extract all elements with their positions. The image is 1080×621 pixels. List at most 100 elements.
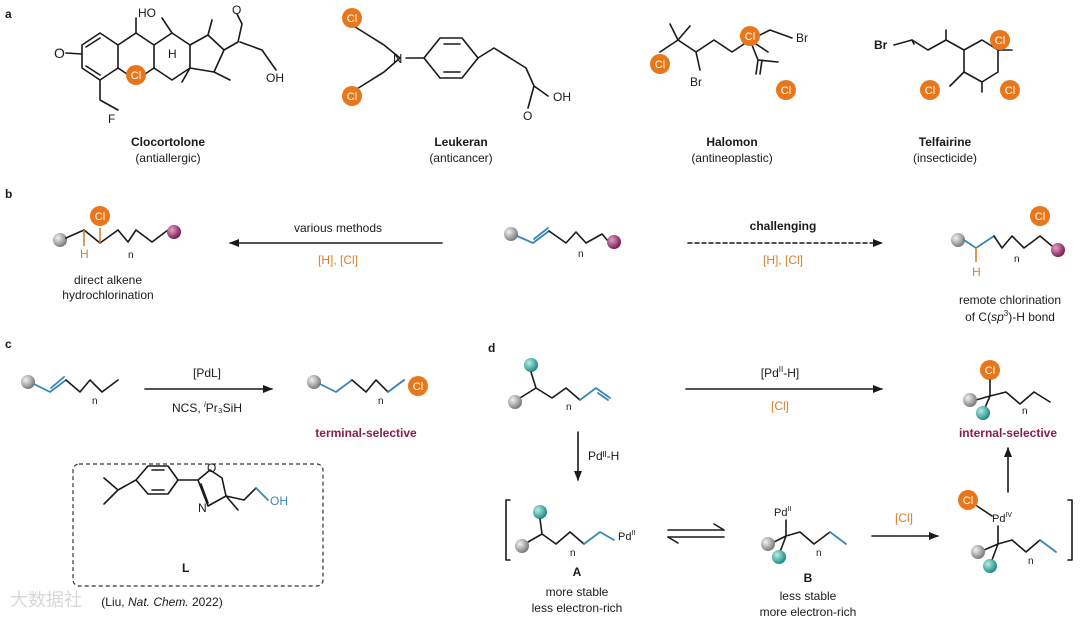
b-left-h: H — [80, 247, 89, 261]
d-prod-n: n — [1022, 406, 1028, 417]
ligand-oh: OH — [270, 494, 288, 508]
ligand-box — [72, 463, 324, 587]
d-down-arrow-label: Pdᴵᴵ-H — [588, 449, 619, 463]
leukeran-o: O — [523, 109, 532, 123]
chlorine-label: Cl — [413, 381, 423, 393]
structure-halomon: Br Br Cl Cl Cl — [650, 23, 808, 100]
chlorine-label: Cl — [925, 85, 935, 97]
chlorine-label: Cl — [985, 365, 995, 377]
b-right-caption-2: of C(sp3)-H bond — [965, 309, 1055, 324]
chlorine-label: Cl — [1035, 211, 1045, 223]
b-right-arrow-top: challenging — [750, 219, 817, 233]
compound-name-1: Leukeran — [434, 135, 487, 149]
c-product-label: terminal-selective — [315, 426, 417, 440]
d-top-arrow-top: [PdII-H] — [761, 365, 799, 380]
int-a-desc-2: less electron-rich — [532, 601, 623, 615]
int-a-desc-1: more stable — [546, 585, 609, 599]
chlorine-marker — [650, 54, 670, 74]
pd4-n: n — [1028, 556, 1034, 567]
clocortolone-o2: O — [232, 3, 241, 17]
ligand-label: L — [182, 561, 189, 575]
structure-clocortolone: O HO H O OH F Cl — [54, 3, 284, 126]
int-a-label: A — [573, 565, 582, 579]
c-arrow-bottom: NCS, iPr₃SiH — [172, 400, 242, 415]
compound-activity-3: (insecticide) — [913, 151, 977, 165]
d-substrate: n — [508, 358, 611, 413]
structure-leukeran: N OH O Cl Cl — [342, 8, 571, 123]
clocortolone-f: F — [108, 112, 115, 126]
int-b-pd: PdII — [774, 506, 791, 519]
chlorine-marker — [342, 8, 362, 28]
clocortolone-oh: OH — [266, 71, 284, 85]
b-right-arrow-bottom: [H], [Cl] — [763, 253, 803, 267]
telfairine-br: Br — [874, 38, 888, 52]
chlorine-marker — [342, 86, 362, 106]
chlorine-marker — [776, 80, 796, 100]
b-right-n: n — [1014, 254, 1020, 265]
chlorine-marker — [126, 65, 146, 85]
int-b-desc-1: less stable — [780, 589, 837, 603]
leukeran-oh: OH — [553, 90, 571, 104]
int-b-desc-2: more electron-rich — [760, 605, 857, 619]
compound-activity-0: (antiallergic) — [135, 151, 200, 165]
panel-label-b: b — [5, 187, 12, 201]
ligand-o: O — [207, 461, 216, 475]
c-sub-n: n — [92, 396, 98, 407]
chlorine-label: Cl — [995, 35, 1005, 47]
b-right-caption-1: remote chlorination — [959, 293, 1061, 307]
d-product-label: internal-selective — [959, 426, 1057, 440]
equilibrium-arrows — [667, 523, 725, 544]
d-top-arrow-bottom: [Cl] — [771, 399, 789, 413]
compound-name-0: Clocortolone — [131, 135, 205, 149]
int-b-n: n — [816, 548, 822, 559]
watermark: 大数据社 — [10, 590, 82, 611]
pd4-intermediate: Cl PdIV n — [958, 490, 1057, 573]
d-sub-n: n — [566, 402, 572, 413]
panel-label-d: d — [488, 341, 495, 355]
bracket-right — [1067, 499, 1073, 561]
ligand-citation: (Liu, Nat. Chem. 2022) — [101, 595, 222, 609]
d-b-to-pd4-label: [Cl] — [895, 511, 913, 525]
pd4-pd: PdIV — [992, 512, 1012, 525]
clocortolone-ho: HO — [138, 6, 156, 20]
chlorine-marker — [740, 26, 760, 46]
c-prod-n: n — [378, 396, 384, 407]
b-left-arrow-top: various methods — [294, 221, 382, 235]
d-product: Cl n — [963, 360, 1051, 420]
b-left-caption-1: direct alkene — [74, 273, 142, 287]
c-substrate: n — [21, 375, 119, 407]
chlorine-marker — [1000, 80, 1020, 100]
b-center-n: n — [578, 249, 584, 260]
b-center-substrate: n — [504, 227, 621, 260]
b-right-h: H — [972, 265, 981, 279]
compound-activity-1: (anticancer) — [429, 151, 492, 165]
chlorine-label: Cl — [655, 59, 665, 71]
halomon-br-1: Br — [796, 31, 808, 45]
chlorine-label: Cl — [131, 70, 141, 82]
int-b-label: B — [804, 571, 813, 585]
bracket-left — [505, 499, 511, 561]
panel-label-c: c — [5, 337, 12, 351]
chlorine-label: Cl — [745, 31, 755, 43]
chlorine-marker — [920, 80, 940, 100]
int-a-pd: PdII — [618, 530, 635, 543]
b-left-product: n H Cl — [53, 206, 181, 261]
ligand-structure: O N OH — [103, 461, 288, 515]
c-product: n Cl — [307, 375, 428, 407]
b-right-product: n H Cl — [951, 206, 1065, 279]
panel-label-a: a — [5, 7, 12, 21]
halomon-br-2: Br — [690, 75, 702, 89]
chlorine-label: Cl — [963, 495, 973, 507]
b-left-n: n — [128, 250, 134, 261]
clocortolone-h: H — [168, 47, 177, 61]
chlorine-label: Cl — [781, 85, 791, 97]
chlorine-marker — [990, 30, 1010, 50]
chlorine-label: Cl — [95, 211, 105, 223]
b-left-caption-2: hydrochlorination — [62, 288, 153, 302]
compound-name-3: Telfairine — [919, 135, 972, 149]
structure-telfairine: Br Cl Cl Cl — [874, 29, 1020, 100]
chlorine-label: Cl — [347, 13, 357, 25]
clocortolone-o: O — [54, 45, 65, 61]
intermediate-a: n PdII — [515, 505, 635, 559]
